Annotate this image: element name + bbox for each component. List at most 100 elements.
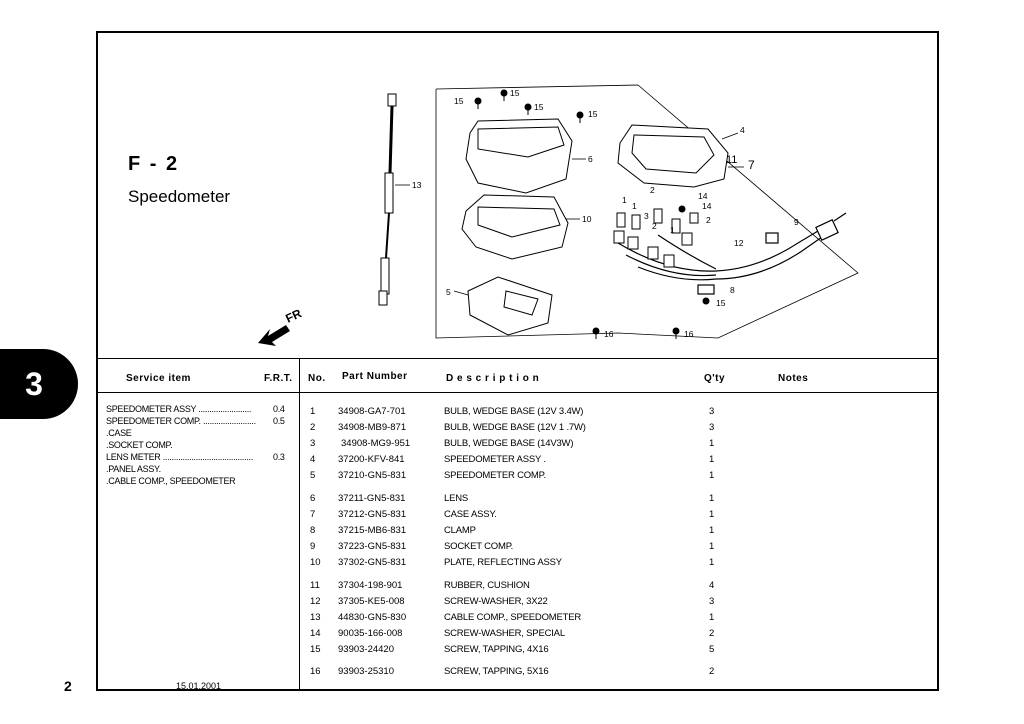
callout-label: 9 (794, 217, 799, 227)
part-no: 6 (310, 493, 316, 504)
part-description: RUBBER, CUSHION (444, 580, 530, 591)
callout-label: 10 (582, 214, 592, 224)
part-qty: 1 (709, 470, 715, 481)
callout-label: 16 (604, 329, 614, 339)
service-item-header: Service item (126, 373, 191, 384)
service-item-frt: 0.5 (273, 416, 285, 426)
part-no: 12 (310, 596, 321, 607)
service-item-name: LENS METER (106, 452, 161, 462)
part-number: 37304-198-901 (338, 580, 403, 591)
service-item-row: SPEEDOMETER COMP. ......................… (106, 416, 285, 426)
leader-dots: ........................ (198, 404, 252, 414)
callout-label: 12 (734, 238, 744, 248)
part-description: BULB, WEDGE BASE (12V 1 .7W) (444, 422, 586, 433)
part-description: CABLE COMP., SPEEDOMETER (444, 612, 582, 623)
callout-label: 1 (670, 225, 675, 235)
part-description: SPEEDOMETER ASSY . (444, 454, 546, 465)
part-no: 11 (310, 580, 320, 591)
frt-header: F.R.T. (264, 373, 293, 384)
service-item-frt: 0.3 (273, 452, 285, 462)
part-qty: 3 (709, 406, 715, 417)
revision-date: 15.01.2001 (176, 681, 222, 691)
leader-dots: ........................................… (162, 452, 254, 462)
part-qty: 4 (709, 580, 715, 591)
part-number: 37200-KFV-841 (338, 454, 405, 465)
service-item-row: SPEEDOMETER ASSY .......................… (106, 404, 285, 414)
section-tab: 3 (0, 349, 78, 419)
service-item-row: .PANEL ASSY. (106, 464, 161, 474)
part-qty: 1 (709, 612, 715, 623)
part-number: 37215-MB6-831 (338, 525, 407, 536)
service-item-frt: 0.4 (273, 404, 285, 414)
no-header: No. (308, 373, 326, 384)
callout-label: 4 (740, 125, 745, 135)
callout-label: 11 (726, 154, 737, 166)
qty-header: Q'ty (704, 373, 726, 384)
part-qty: 2 (709, 666, 715, 677)
part-qty: 3 (709, 596, 715, 607)
service-item-row: .CABLE COMP., SPEEDOMETER (106, 476, 236, 486)
callout-label: 14 (702, 201, 712, 211)
speedometer-comp-drawing (453, 276, 553, 336)
exploded-diagram: FR (258, 84, 859, 346)
part-description: SCREW, TAPPING, 4X16 (444, 644, 549, 655)
assembly-outline (435, 84, 859, 339)
parts-row: 12 37305-KE5-008 SCREW-WASHER, 3X22 3 (98, 596, 937, 610)
bulb-sockets-drawing (613, 208, 699, 268)
speedometer-cable-drawing (378, 93, 410, 306)
callout-label: 8 (730, 285, 735, 295)
part-number-header: Part Number (342, 371, 408, 382)
notes-header: Notes (778, 373, 809, 384)
callout-label: 5 (446, 287, 451, 297)
service-item-name: .PANEL ASSY. (106, 464, 161, 474)
part-number: 37210-GN5-831 (338, 470, 407, 481)
service-item-name: .CASE (106, 428, 132, 438)
description-header: D e s c r i p t i o n (446, 373, 540, 384)
part-no: 7 (310, 509, 316, 520)
part-no: 4 (310, 454, 316, 465)
part-description: SCREW-WASHER, 3X22 (444, 596, 548, 607)
page-number: 2 (64, 678, 72, 694)
part-number: 90035-166-008 (338, 628, 403, 639)
part-no: 3 (310, 438, 316, 449)
service-item-name: SPEEDOMETER COMP. (106, 416, 201, 426)
part-no: 16 (310, 666, 321, 677)
part-number: 37305-KE5-008 (338, 596, 405, 607)
part-description: BULB, WEDGE BASE (12V 3.4W) (444, 406, 584, 417)
part-no: 1 (310, 406, 316, 417)
figure-code: F - 2 (128, 153, 180, 175)
callout-label: 1 (622, 195, 627, 205)
table-header-rule (98, 392, 937, 393)
callout-label: 7 (748, 158, 755, 172)
part-description: BULB, WEDGE BASE (14V3W) (444, 438, 574, 449)
part-description: SPEEDOMETER COMP. (444, 470, 546, 481)
part-number: 34908-MG9-951 (341, 438, 411, 449)
direction-label: FR (283, 306, 304, 326)
part-description: SCREW-WASHER, SPECIAL (444, 628, 565, 639)
service-item-row: .SOCKET COMP. (106, 440, 173, 450)
part-no: 10 (310, 557, 321, 568)
callout-labels: 15 15 15 15 13 6 10 5 4 7 11 9 12 8 15 1… (412, 88, 799, 339)
part-no: 5 (310, 470, 316, 481)
front-direction-arrow-icon: FR (258, 306, 304, 346)
callout-label: 1 (632, 201, 637, 211)
part-number: 93903-25310 (338, 666, 394, 677)
part-qty: 3 (709, 422, 715, 433)
part-qty: 1 (709, 509, 715, 520)
callout-label: 14 (698, 191, 708, 201)
part-description: CLAMP (444, 525, 476, 536)
callout-label: 15 (454, 96, 464, 106)
service-item-row: .CASE (106, 428, 132, 438)
callout-label: 16 (684, 329, 694, 339)
callout-label: 15 (588, 109, 598, 119)
callout-label: 2 (706, 215, 711, 225)
parts-catalog-frame: F - 2 Speedometer FR (96, 31, 939, 691)
table-top-rule (98, 358, 937, 359)
part-qty: 1 (709, 493, 715, 504)
